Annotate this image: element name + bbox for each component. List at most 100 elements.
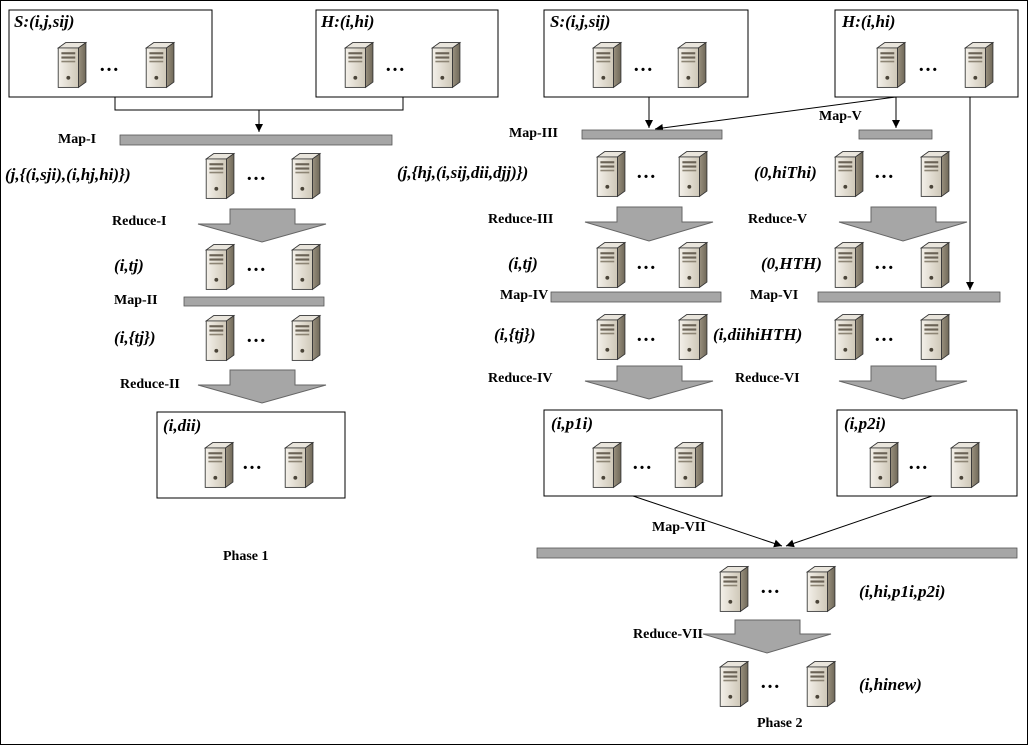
phase2-caption: Phase 2 (757, 716, 803, 731)
server-icon (284, 442, 314, 488)
p1-kv2: (i,tj) (114, 256, 144, 275)
reduce2-label: Reduce-II (120, 377, 180, 392)
reduce6-arrow (838, 365, 968, 400)
map7-label: Map-VII (652, 520, 706, 535)
p2-h-to-map3-arrow (654, 96, 897, 132)
server-icon (834, 242, 864, 288)
ellipsis: … (908, 452, 928, 474)
ellipsis: … (760, 671, 780, 693)
map4-label: Map-IV (500, 288, 549, 303)
p1-kv1: (j,{(i,sji),(i,hj,hi)}) (5, 165, 131, 184)
reduce5-label: Reduce-V (748, 212, 808, 227)
reduce6-label: Reduce-VI (735, 371, 800, 386)
server-icon (719, 661, 749, 707)
server-icon (596, 242, 626, 288)
server-icon (204, 442, 234, 488)
server-icon (205, 315, 235, 361)
p1-output-box (156, 411, 346, 499)
server-icon (145, 42, 175, 88)
server-icon (678, 314, 708, 360)
server-icon (964, 42, 994, 88)
p2-kv-final1: (i,hi,p1i,p2i) (859, 582, 946, 601)
p2-out-right-label: (i,p2i) (844, 414, 887, 433)
p2-s-input-label: S:(i,j,sij) (550, 12, 611, 31)
ellipsis: … (633, 54, 653, 76)
reduce3-label: Reduce-III (488, 212, 554, 227)
right-to-map7-arrow (785, 495, 933, 548)
map2-bar (183, 296, 325, 307)
server-icon (678, 151, 708, 197)
server-icon (592, 42, 622, 88)
p2-h-input-label: H:(i,hi) (842, 12, 896, 31)
server-icon (920, 314, 950, 360)
p2-kv-right2: (0,HTH) (761, 254, 822, 273)
p2-h-box (834, 9, 1019, 98)
ellipsis: … (760, 576, 780, 598)
server-icon (806, 566, 836, 612)
p2-out-right-box (836, 409, 1018, 497)
reduce7-arrow (702, 619, 832, 654)
p2-kv-left2: (i,tj) (508, 254, 538, 273)
map2-label: Map-II (114, 293, 158, 308)
map4-bar (550, 291, 722, 303)
server-icon (291, 315, 321, 361)
server-icon (876, 42, 906, 88)
p2-s-box (543, 9, 749, 98)
server-icon (291, 244, 321, 290)
ellipsis: … (242, 452, 262, 474)
p1-input-connector (114, 97, 404, 111)
reduce5-arrow (838, 206, 968, 242)
map3-bar (581, 129, 723, 140)
reduce4-label: Reduce-IV (488, 371, 553, 386)
ellipsis: … (874, 324, 894, 346)
ellipsis: … (636, 252, 656, 274)
reduce3-arrow (584, 206, 714, 242)
p1-output-label: (i,dii) (163, 416, 202, 435)
server-icon (950, 442, 980, 488)
p2-out-left-label: (i,p1i) (551, 414, 594, 433)
ellipsis: … (246, 325, 266, 347)
p2-kv-left3: (i,{tj}) (494, 325, 536, 344)
reduce1-arrow (197, 208, 327, 243)
ellipsis: … (918, 54, 938, 76)
server-icon (834, 151, 864, 197)
reduce2-arrow (197, 369, 327, 404)
p2-kv-right3: (i,diihiHTH) (713, 325, 803, 344)
server-icon (596, 314, 626, 360)
map1-label: Map-I (58, 132, 97, 147)
ellipsis: … (874, 252, 894, 274)
p1-h-input-label: H:(i,hi) (321, 12, 375, 31)
ellipsis: … (246, 254, 266, 276)
server-icon (596, 151, 626, 197)
reduce1-label: Reduce-I (112, 214, 167, 229)
server-icon (869, 442, 899, 488)
phase1-caption: Phase 1 (223, 549, 269, 564)
ellipsis: … (632, 452, 652, 474)
server-icon (920, 151, 950, 197)
server-icon (592, 442, 622, 488)
server-icon (834, 314, 864, 360)
server-icon (920, 242, 950, 288)
map5-bar (858, 129, 933, 140)
p1-s-box (8, 9, 213, 98)
map7-bar (536, 547, 1018, 559)
map1-bar (119, 134, 393, 146)
ellipsis: … (385, 54, 405, 76)
p1-h-box (315, 9, 499, 98)
ellipsis: … (636, 324, 656, 346)
server-icon (344, 42, 374, 88)
map6-label: Map-VI (750, 288, 799, 303)
ellipsis: … (99, 54, 119, 76)
server-icon (678, 242, 708, 288)
server-icon (674, 442, 704, 488)
server-icon (205, 153, 235, 199)
server-icon (205, 244, 235, 290)
reduce7-label: Reduce-VII (633, 627, 703, 642)
server-icon (291, 153, 321, 199)
ellipsis: … (636, 161, 656, 183)
map6-bar (817, 291, 1001, 303)
ellipsis: … (874, 161, 894, 183)
